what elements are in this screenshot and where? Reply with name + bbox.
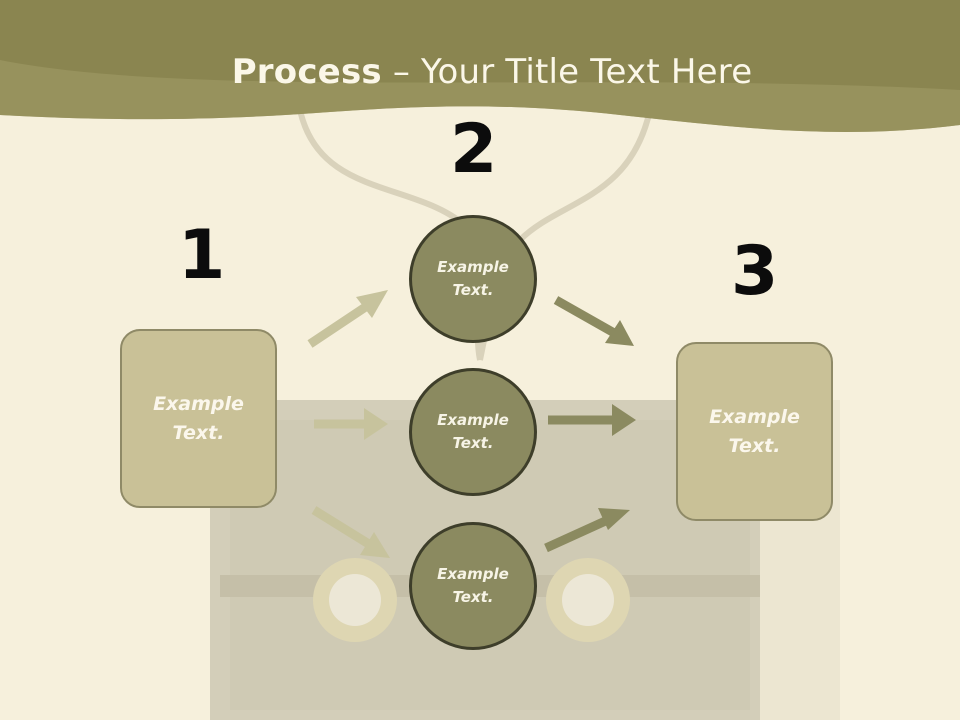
step-1-label-line2: Text. (172, 421, 225, 444)
step-3-label-line2: Text. (728, 434, 781, 457)
slide-title: Process – Your Title Text Here (0, 52, 960, 92)
step-1-box: Example Text. (120, 329, 277, 508)
circle-top-line2: Text. (452, 281, 494, 299)
step-3-label: Example Text. (709, 403, 800, 461)
step-number-1: 1 (178, 216, 226, 295)
step-number-2: 2 (450, 110, 498, 189)
step-3-label-line1: Example (709, 405, 800, 428)
circle-bottom: Example Text. (409, 522, 537, 650)
step-1-label-line1: Example (153, 392, 244, 415)
circle-top: Example Text. (409, 215, 537, 343)
title-bold: Process (231, 52, 382, 92)
circle-bottom-line2: Text. (452, 588, 494, 606)
step-1-label: Example Text. (153, 390, 244, 448)
circle-top-line1: Example (437, 258, 509, 276)
circle-middle-line1: Example (437, 411, 509, 429)
circle-bottom-line1: Example (437, 565, 509, 583)
circle-middle-line2: Text. (452, 434, 494, 452)
title-rest: – Your Title Text Here (381, 52, 753, 92)
step-3-box: Example Text. (676, 342, 833, 521)
circle-middle: Example Text. (409, 368, 537, 496)
step-number-3: 3 (731, 232, 779, 311)
